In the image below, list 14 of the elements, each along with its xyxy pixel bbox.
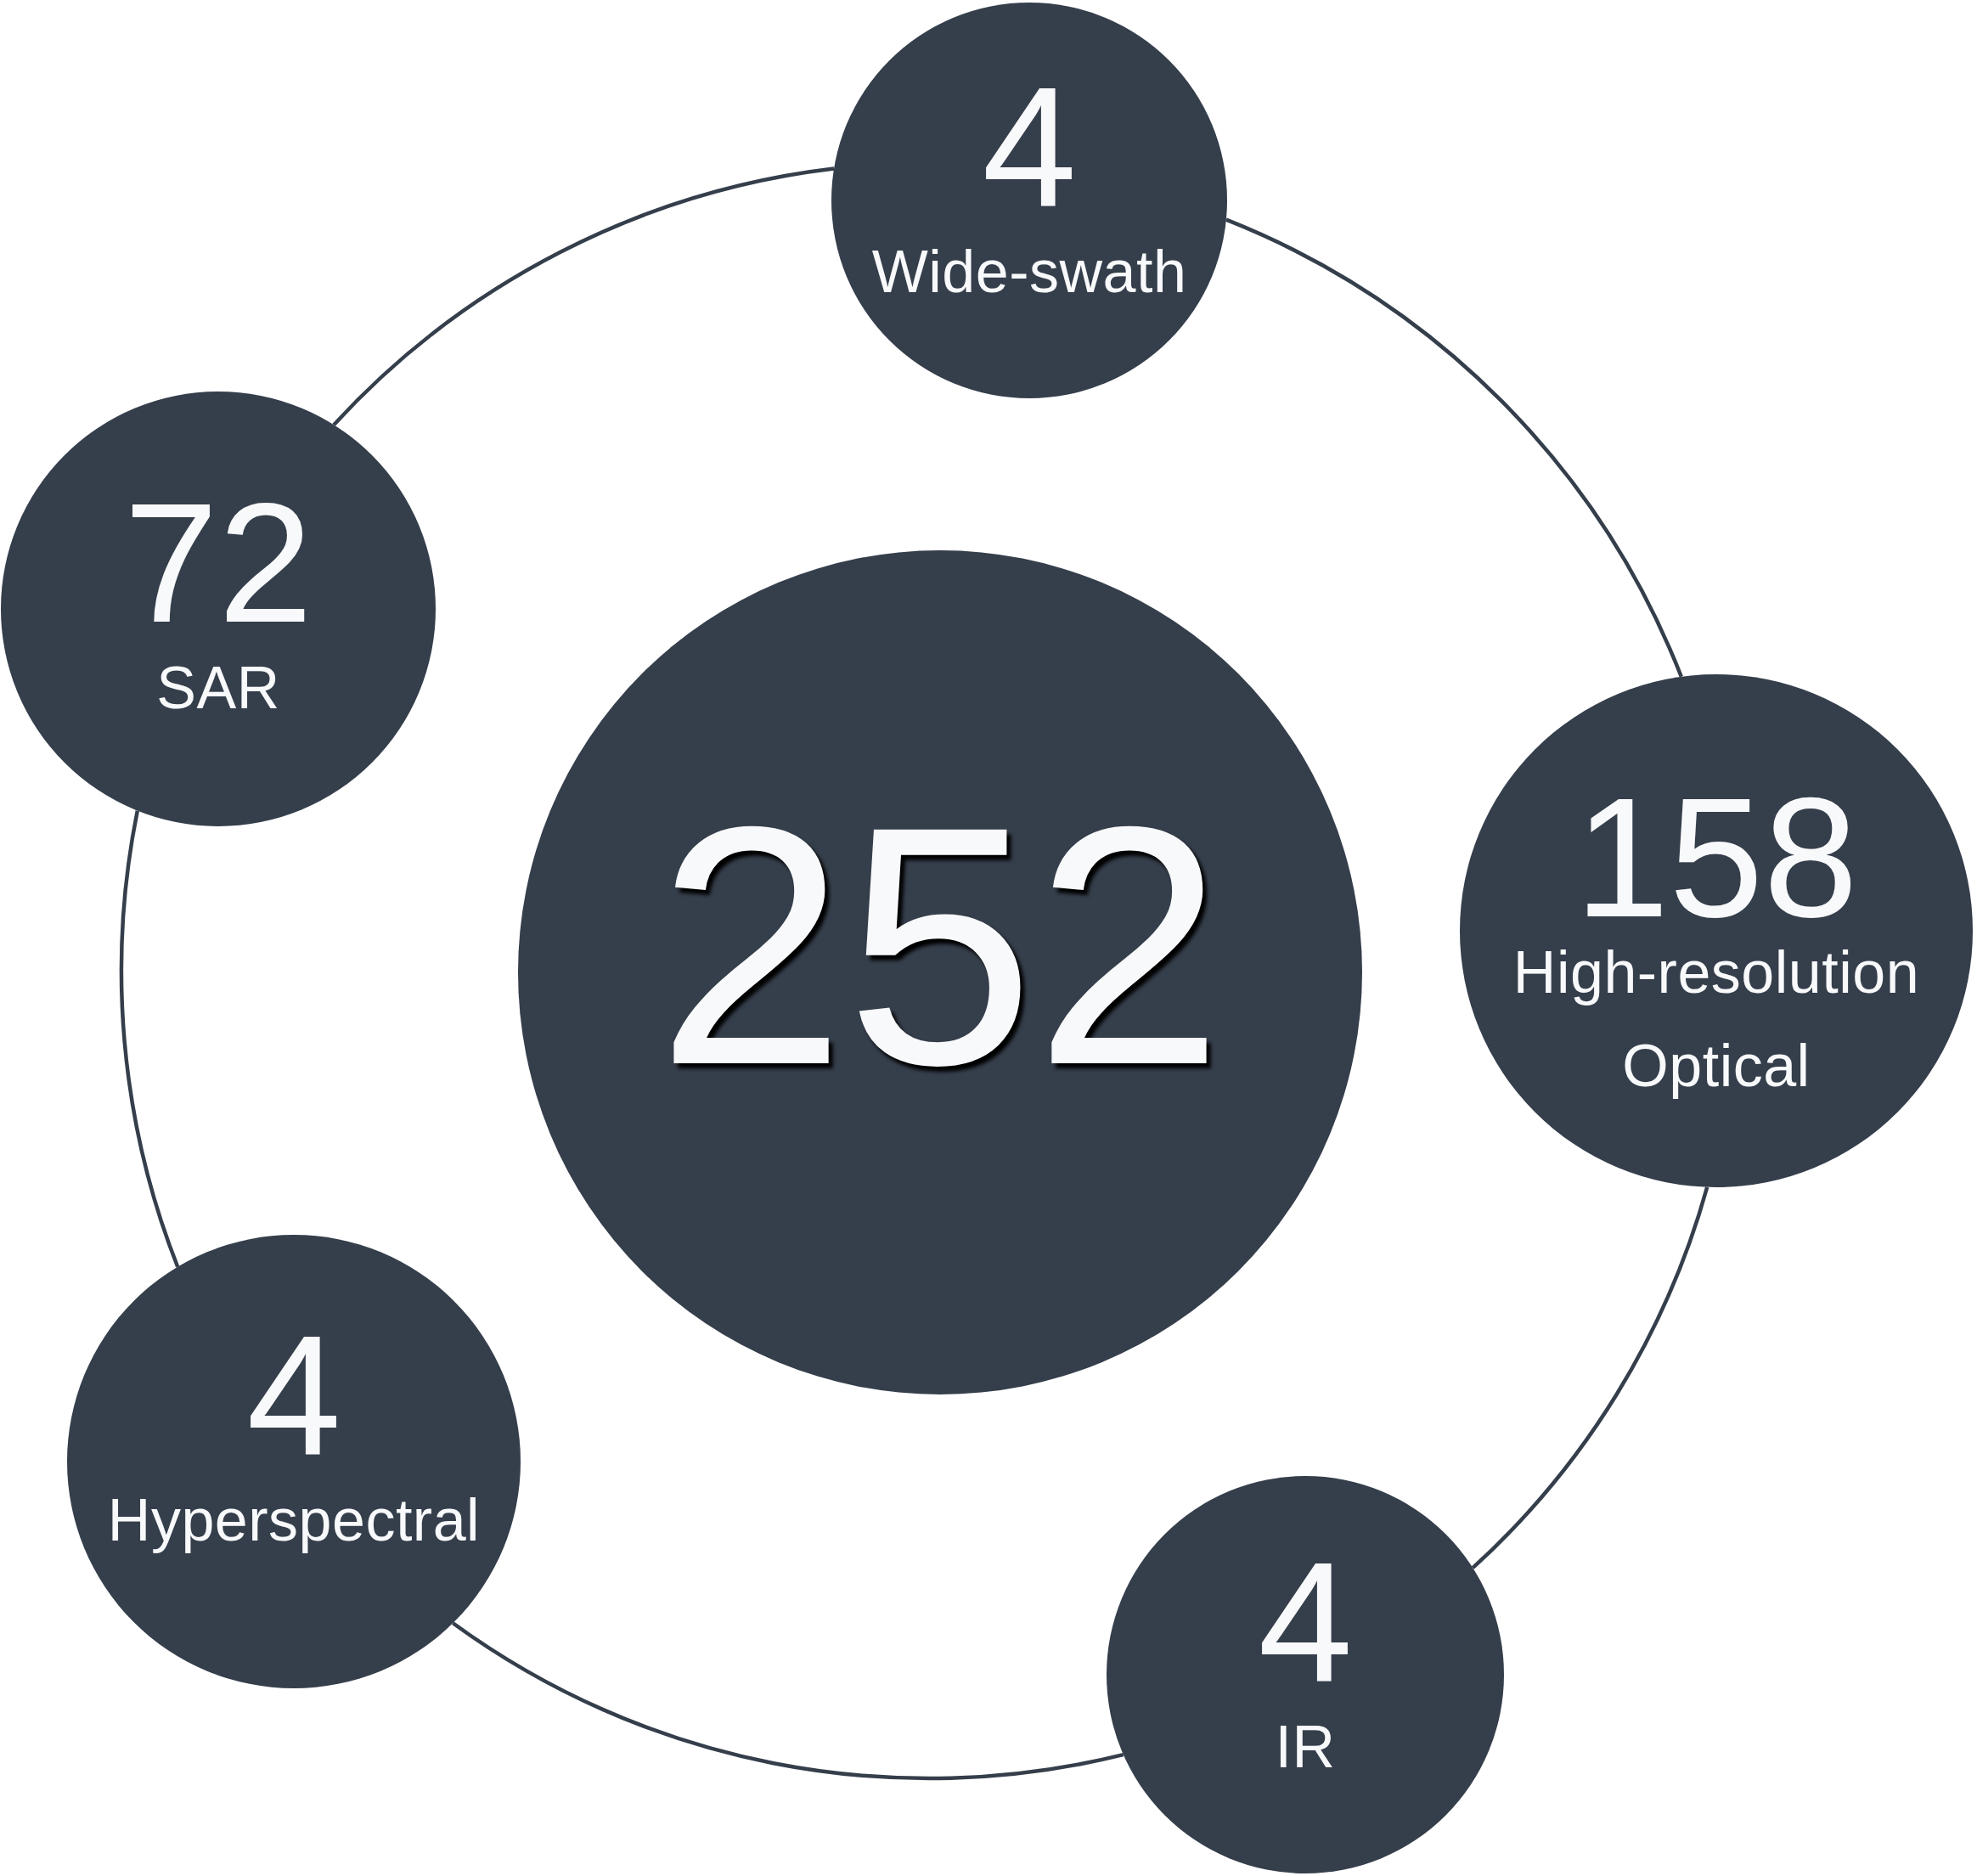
count-value: 4 <box>982 62 1077 232</box>
category-label: Hyperspectral <box>107 1486 481 1555</box>
connector-arc <box>452 1621 1124 1781</box>
count-value: 4 <box>1258 1537 1353 1707</box>
count-value: 72 <box>123 478 313 648</box>
category-label: Wide-swath <box>871 238 1187 307</box>
count-value: 252 <box>656 776 1224 1116</box>
category-label: IR <box>1275 1713 1336 1782</box>
count-value: 4 <box>246 1310 341 1480</box>
connector-arc <box>332 166 835 426</box>
connector-arc <box>1471 1186 1709 1569</box>
category-label: SAR <box>156 654 280 723</box>
connector-arc <box>120 810 180 1268</box>
connector-arc <box>1225 217 1683 678</box>
